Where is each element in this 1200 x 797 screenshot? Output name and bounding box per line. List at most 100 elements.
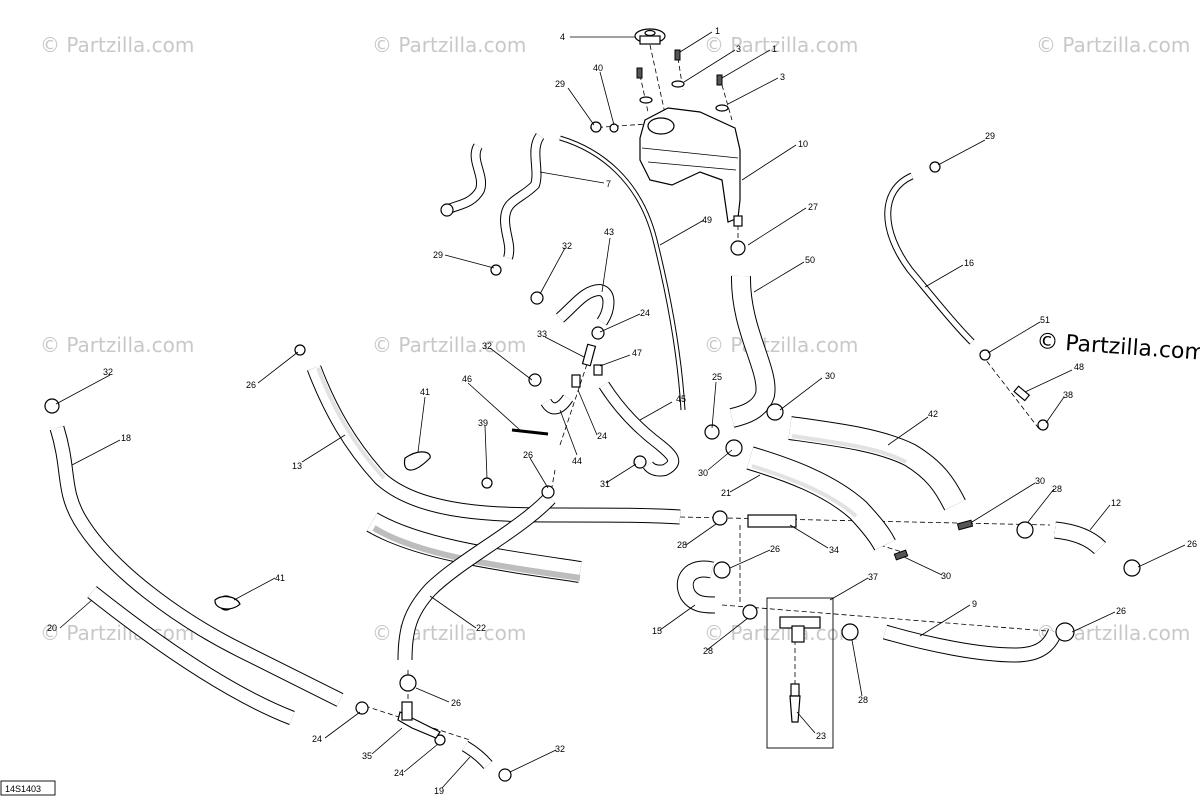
callout-label: 42 xyxy=(928,409,938,419)
callout-label: 4 xyxy=(560,32,565,42)
diagram-code-box xyxy=(0,780,56,796)
callout-label: 28 xyxy=(677,540,687,550)
hose-45 xyxy=(598,381,680,477)
callout-label: 26 xyxy=(523,450,533,460)
connector-30 xyxy=(956,519,974,531)
hose-15 xyxy=(676,560,716,614)
hose-9 xyxy=(882,624,1062,663)
callout-label: 30 xyxy=(698,468,708,478)
watermark: © Partzilla.com xyxy=(40,33,194,57)
hose-44 xyxy=(540,394,573,415)
parts xyxy=(44,28,1141,782)
callout-label: 39 xyxy=(478,418,488,428)
hose-16 xyxy=(884,172,975,345)
watermark: © Partzilla.com xyxy=(704,33,858,57)
strap-41a xyxy=(403,451,431,471)
watermark: © Partzilla.com xyxy=(372,621,526,645)
callout-label: 24 xyxy=(312,734,322,744)
callout-label: 3 xyxy=(736,44,741,54)
watermark: © Partzilla.com xyxy=(372,33,526,57)
callout-label: 31 xyxy=(600,479,610,489)
callout-label: 27 xyxy=(808,202,818,212)
watermark: © Partzilla.com xyxy=(40,333,194,357)
callout-label: 26 xyxy=(1187,539,1197,549)
hose-18 xyxy=(49,425,344,707)
callout-label: 22 xyxy=(476,623,486,633)
callout-label: 38 xyxy=(1063,390,1073,400)
fitting-33 xyxy=(581,343,597,367)
callout-label: 41 xyxy=(420,387,430,397)
callout-label: 28 xyxy=(1052,484,1062,494)
callout-label: 19 xyxy=(434,786,444,796)
callout-label: 37 xyxy=(868,572,878,582)
tie-46 xyxy=(511,428,549,436)
callout-label: 7 xyxy=(606,179,611,189)
callout-label: 51 xyxy=(1040,315,1050,325)
hose-42 xyxy=(788,416,966,511)
watermark-dark: © Partzilla.com xyxy=(1036,329,1200,366)
hose-upper-curl xyxy=(444,143,487,215)
callout-label: 26 xyxy=(1116,606,1126,616)
fitting-24 xyxy=(571,374,581,388)
callout-label: 29 xyxy=(433,250,443,260)
callout-label: 26 xyxy=(451,698,461,708)
callout-label: 44 xyxy=(572,456,582,466)
callout-label: 3 xyxy=(780,72,785,82)
callout-label: 29 xyxy=(985,131,995,141)
callout-label: 1 xyxy=(772,44,777,54)
hose-20 xyxy=(87,586,295,725)
assembly-box-37 xyxy=(766,597,834,749)
callout-label: 50 xyxy=(805,255,815,265)
callout-label: 26 xyxy=(246,380,256,390)
callout-label: 30 xyxy=(825,371,835,381)
callout-label: 28 xyxy=(703,646,713,656)
callout-label: 40 xyxy=(593,63,603,73)
callout-labels: 4 1 3 1 3 40 29 10 7 49 27 29 29 16 43 3… xyxy=(47,26,1197,796)
fitting-47 xyxy=(593,364,603,376)
tee-35-stem xyxy=(401,701,413,721)
callout-label: 43 xyxy=(604,227,614,237)
callout-label: 32 xyxy=(482,341,492,351)
callout-label: 12 xyxy=(1111,498,1121,508)
callout-label: 9 xyxy=(972,599,977,609)
hose-21 xyxy=(746,446,896,551)
callout-leaders xyxy=(55,31,1186,789)
callout-label: 34 xyxy=(829,545,839,555)
callout-label: 21 xyxy=(721,488,731,498)
callout-label: 45 xyxy=(676,394,686,404)
callout-label: 32 xyxy=(562,241,572,251)
callout-label: 32 xyxy=(555,744,565,754)
callout-label: 49 xyxy=(702,215,712,225)
hose-7 xyxy=(500,133,545,260)
callout-label: 15 xyxy=(652,626,662,636)
diagram-code: 14S1403 xyxy=(5,784,41,794)
hose-12 xyxy=(1053,521,1107,555)
callout-label: 30 xyxy=(1035,476,1045,486)
sensor-48 xyxy=(1013,385,1031,402)
callout-label: 18 xyxy=(121,433,131,443)
callout-label: 35 xyxy=(362,751,372,761)
callout-label: 25 xyxy=(712,372,722,382)
watermark: © Partzilla.com xyxy=(704,333,858,357)
hose-49 xyxy=(559,135,686,411)
coolant-reservoir xyxy=(639,107,743,227)
callout-label: 16 xyxy=(964,258,974,268)
watermark: © Partzilla.com xyxy=(372,333,526,357)
hose-43 xyxy=(556,284,615,326)
fitting-34 xyxy=(747,514,797,528)
hose-19 xyxy=(461,740,493,769)
hose-50 xyxy=(729,275,776,428)
callout-label: 41 xyxy=(275,573,285,583)
callout-label: 29 xyxy=(555,79,565,89)
callout-label: 24 xyxy=(640,308,650,318)
connector-30b xyxy=(893,549,909,561)
callout-label: 24 xyxy=(394,768,404,778)
callout-label: 23 xyxy=(816,731,826,741)
callout-label: 26 xyxy=(770,544,780,554)
callout-label: 32 xyxy=(103,367,113,377)
callout-label: 1 xyxy=(715,26,720,36)
callout-label: 20 xyxy=(47,623,57,633)
callout-label: 33 xyxy=(537,329,547,339)
callout-label: 47 xyxy=(632,348,642,358)
